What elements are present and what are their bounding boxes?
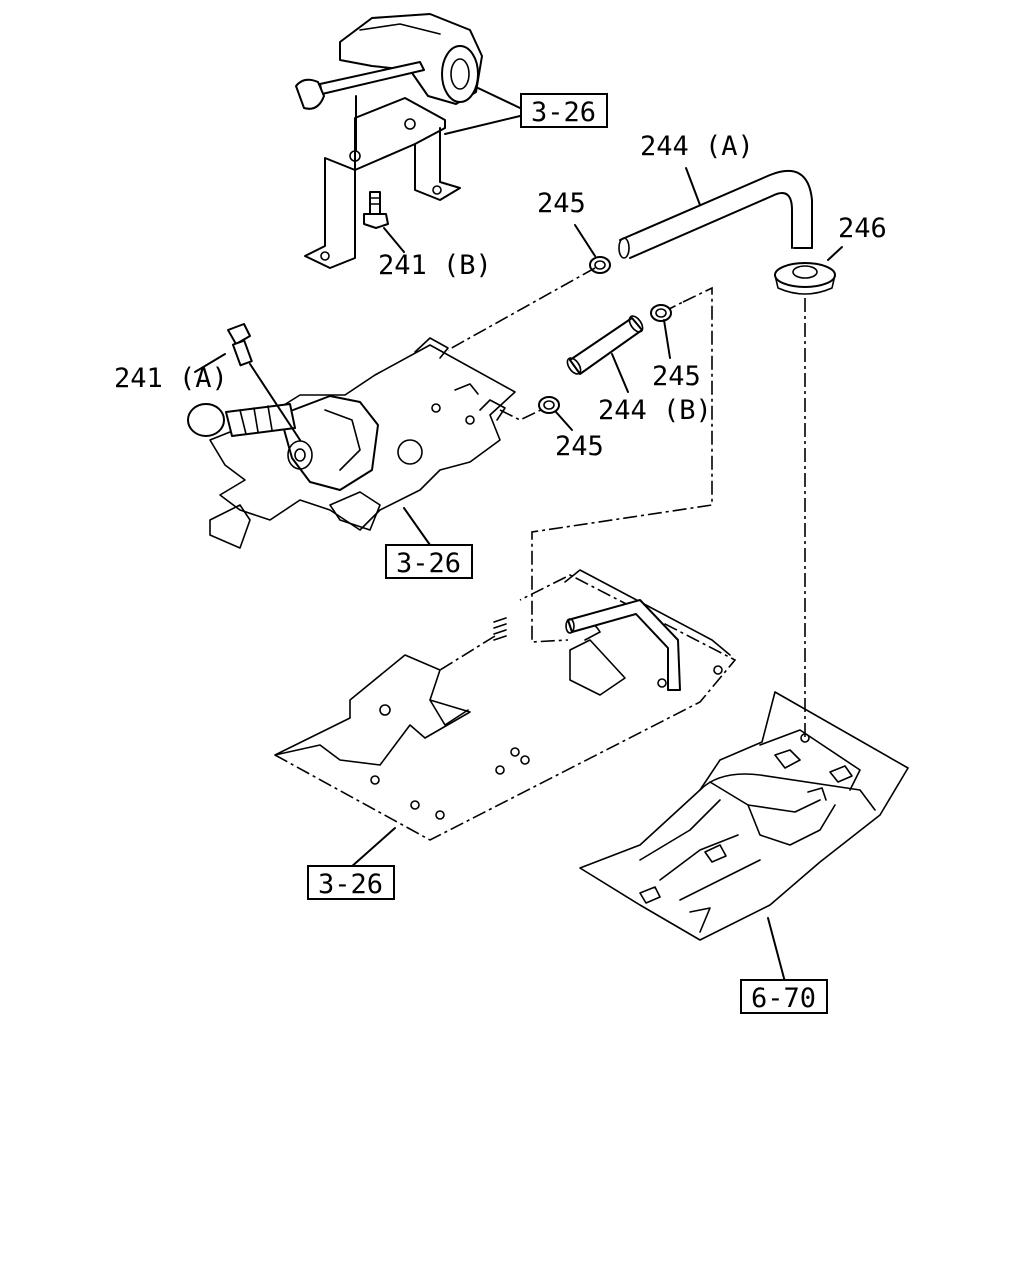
hose-244a: [618, 167, 813, 259]
label-244a: 244 (A): [640, 131, 754, 162]
connector-line-1: [447, 267, 596, 351]
floor-plate: [274, 569, 737, 869]
label-241b: 241 (B): [378, 250, 492, 281]
clamp-245-top: [574, 224, 611, 274]
ref-top-label: 3-26: [531, 97, 596, 128]
ref-bottom-label: 3-26: [318, 869, 383, 900]
ref-box-bottom[interactable]: 3-26: [307, 865, 395, 900]
floor-panel: [579, 691, 909, 983]
ref-mid-label: 3-26: [396, 548, 461, 579]
ref-box-floor[interactable]: 6-70: [740, 979, 828, 1014]
connector-line-3: [499, 407, 546, 421]
label-245-left: 245: [555, 431, 604, 462]
label-246: 246: [838, 213, 887, 244]
ref-box-top[interactable]: 3-26: [520, 93, 608, 128]
bolt-241b: [363, 191, 405, 253]
top-lever-assembly: [295, 13, 521, 269]
grommet-246: [774, 246, 843, 295]
ref-floor-label: 6-70: [751, 983, 816, 1014]
clamp-245-right: [650, 304, 672, 359]
label-241a: 241 (A): [114, 363, 228, 394]
connector-line-2: [531, 286, 713, 643]
label-245-right: 245: [652, 361, 701, 392]
hose-244b: [566, 315, 644, 393]
middle-assembly: [187, 323, 516, 549]
clamp-245-left: [538, 396, 573, 431]
label-245-top: 245: [537, 188, 586, 219]
label-244b: 244 (B): [598, 395, 712, 426]
ref-box-mid[interactable]: 3-26: [385, 544, 473, 579]
